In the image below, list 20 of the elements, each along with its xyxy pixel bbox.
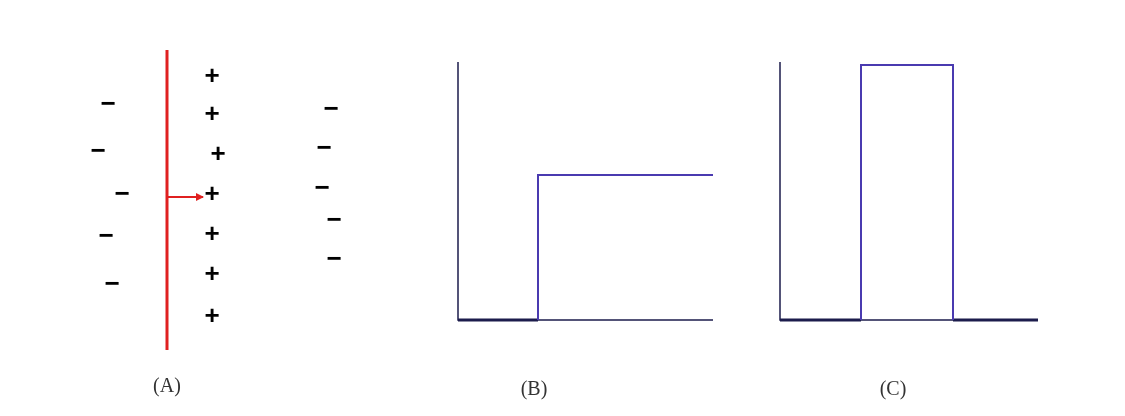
charge-sign: + <box>204 62 220 88</box>
charge-sign: − <box>314 174 330 200</box>
charge-sign: − <box>90 137 106 163</box>
charge-sign: + <box>204 180 220 206</box>
charge-sign: + <box>204 302 220 328</box>
charge-sign: + <box>210 140 226 166</box>
charge-sign: − <box>323 95 339 121</box>
charge-sign: − <box>326 245 342 271</box>
charge-sign: − <box>98 222 114 248</box>
charge-sign: + <box>204 100 220 126</box>
charge-sign: − <box>114 180 130 206</box>
panel-label: (B) <box>520 378 548 398</box>
charge-sign: − <box>104 270 120 296</box>
charge-sign: − <box>316 134 332 160</box>
charge-sign: + <box>204 260 220 286</box>
panel-label: (C) <box>879 378 907 398</box>
charge-sign: + <box>204 220 220 246</box>
charge-sign: − <box>326 206 342 232</box>
panel-label: (A) <box>153 375 181 395</box>
charge-sign: − <box>100 90 116 116</box>
